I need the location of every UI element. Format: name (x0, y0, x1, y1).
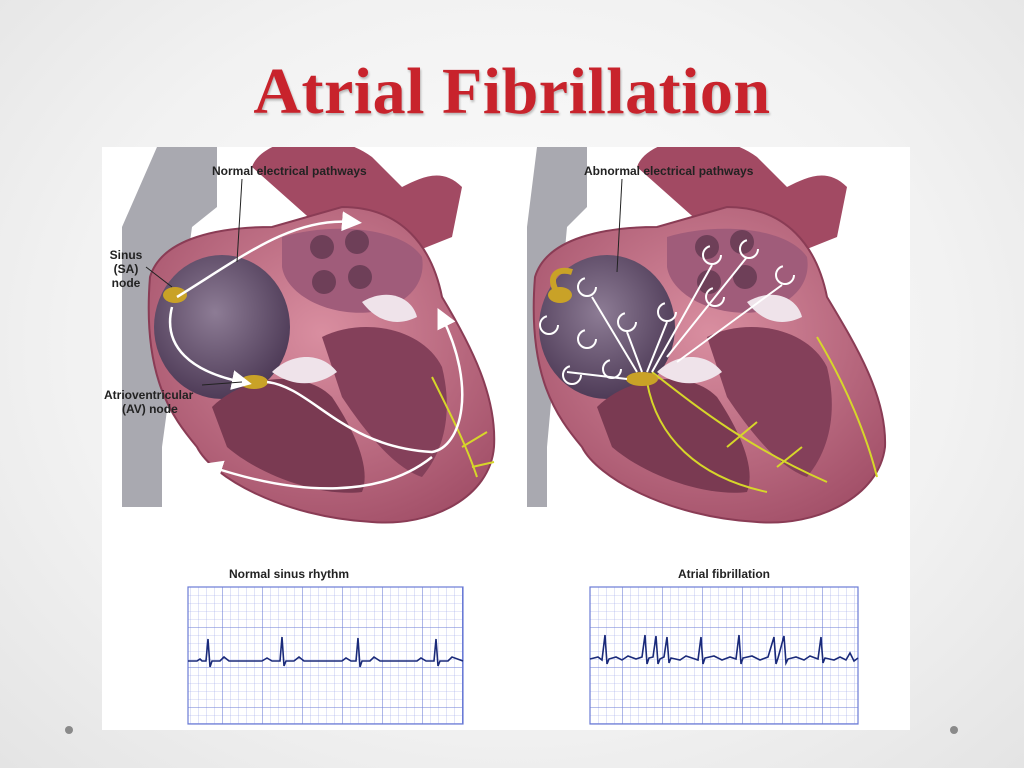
av-node (240, 375, 268, 389)
ecg-grid (187, 586, 464, 725)
sa-node-label-line1: Sinus (110, 248, 143, 262)
sa-node (548, 287, 572, 303)
sa-node-label-line2: (SA) (114, 262, 139, 276)
bullet-dot-left (65, 726, 73, 734)
left-ventricle (707, 327, 832, 477)
afib-rhythm-label: Atrial fibrillation (678, 567, 770, 581)
right-atrium (539, 255, 675, 399)
right-ventricle (212, 378, 365, 493)
heart-diagram-figure: Normal electrical pathways Sinus (SA) no… (102, 147, 910, 730)
left-ventricle (322, 327, 447, 477)
bullet-dot-right (950, 726, 958, 734)
normal-rhythm-label: Normal sinus rhythm (229, 567, 349, 581)
valve (272, 357, 337, 384)
av-node (626, 372, 658, 386)
left-heart (122, 147, 496, 524)
sa-node (163, 287, 187, 303)
abnormal-pathways-label: Abnormal electrical pathways (584, 164, 754, 178)
right-ventricle (597, 378, 750, 493)
ecg-afib: Atrial fibrillation (589, 567, 859, 725)
av-node-label-line2: (AV) node (122, 402, 178, 416)
ecg-grid (589, 586, 859, 725)
slide-title: Atrial Fibrillation (253, 55, 771, 128)
normal-pathways-label: Normal electrical pathways (212, 164, 367, 178)
sa-node-label-line3: node (112, 276, 141, 290)
av-node-label-line1: Atrioventricular (104, 388, 194, 402)
ecg-trace-normal (188, 636, 464, 668)
ecg-trace-afib (589, 634, 859, 666)
valve (362, 294, 417, 322)
circular-arrow-icons (539, 239, 795, 385)
right-heart (527, 147, 887, 524)
ecg-normal: Normal sinus rhythm (187, 567, 464, 725)
aorta (252, 147, 462, 257)
aorta (637, 147, 847, 257)
normal-pathway-arrows (168, 211, 464, 490)
